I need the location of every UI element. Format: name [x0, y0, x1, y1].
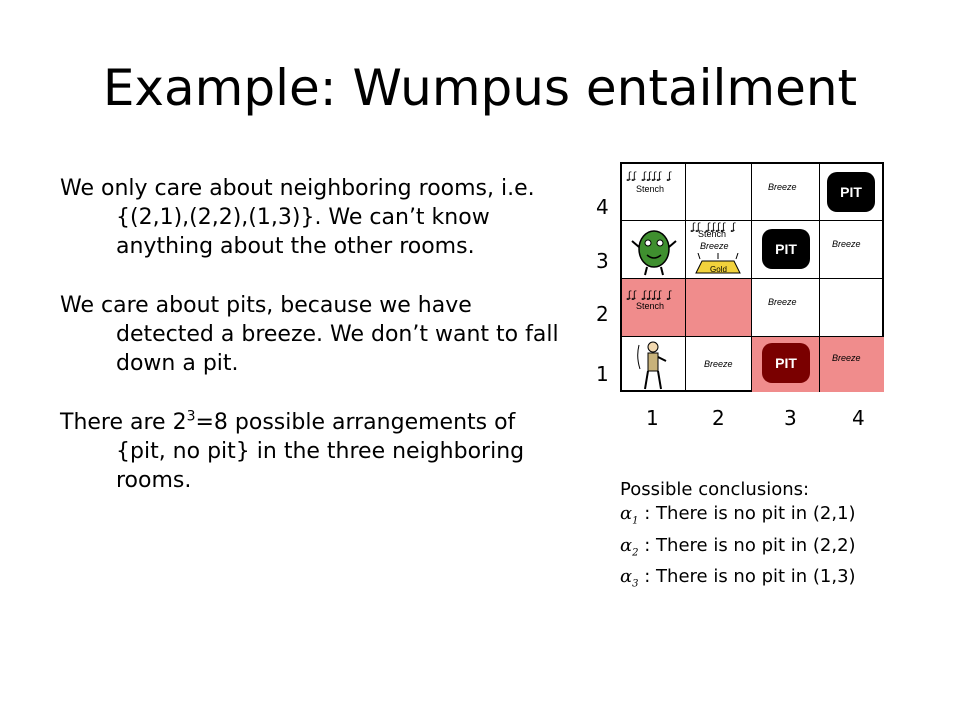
conclusion-text: : There is no pit in (2,2) [644, 534, 856, 556]
pit-3-3: PIT [762, 229, 810, 269]
pit-3-1: PIT [762, 343, 810, 383]
breeze-label: Breeze [768, 182, 797, 192]
stench-waves: ʆʆ ʆʆʆʆ ʆ [626, 290, 672, 301]
conclusion-1: α1 : There is no pit in (2,1) [620, 502, 856, 534]
breeze-label: Breeze [700, 241, 729, 251]
conclusions-heading: Possible conclusions: [620, 479, 810, 500]
cell-3-2: Breeze [752, 279, 820, 337]
conclusion-text: : There is no pit in (2,1) [644, 503, 856, 524]
gold-label: Gold [710, 265, 727, 274]
stench-label: Stench [636, 301, 665, 311]
col-label-4: 4 [852, 406, 865, 430]
alpha-symbol: α2 [620, 534, 639, 559]
pit-4-4: PIT [827, 172, 875, 212]
alpha-symbol: α3 [620, 566, 639, 590]
paragraph-neighbors: We only care about neighboring rooms, i.… [60, 176, 535, 259]
wumpus-grid: ʆʆ ʆʆʆʆ ʆ Stench Breeze PIT ʆʆ ʆʆʆʆ ʆ St… [620, 162, 884, 392]
stench-waves: ʆʆ ʆʆʆʆ ʆ [690, 222, 736, 233]
cell-4-2 [820, 279, 884, 337]
conclusion-3: α3 : There is no pit in (1,3) [620, 565, 856, 597]
cell-1-2: ʆʆ ʆʆʆʆ ʆ Stench [622, 279, 686, 337]
wumpus-icon [631, 230, 677, 276]
cell-2-4 [686, 164, 752, 221]
stench-label: Stench [698, 229, 727, 239]
breeze-label: Breeze [832, 239, 861, 249]
col-label-2: 2 [712, 406, 725, 430]
row-label-1: 1 [596, 362, 609, 386]
bullet-list: We only care about neighboring rooms, i.… [60, 174, 560, 525]
col-label-3: 3 [784, 406, 797, 430]
agent-icon [637, 341, 667, 390]
cell-2-3: ʆʆ ʆʆʆʆ ʆ Stench Breeze Gold [686, 221, 752, 279]
conclusions-block: Possible conclusions: α1 : There is no p… [620, 478, 856, 597]
cell-3-4: Breeze [752, 164, 820, 221]
cell-4-1: Breeze [820, 337, 884, 392]
paragraph-arrangements: There are 23=8 possible arrangements of … [60, 408, 560, 495]
cell-3-3: PIT [752, 221, 820, 279]
alpha-symbol: α1 [620, 503, 639, 527]
cell-3-1: PIT [752, 337, 820, 392]
row-label-3: 3 [596, 249, 609, 273]
col-label-1: 1 [646, 406, 659, 430]
slide-title: Example: Wumpus entailment [102, 59, 858, 117]
stench-waves: ʆʆ ʆʆʆʆ ʆ [626, 171, 672, 182]
gold-icon [695, 253, 741, 274]
row-label-2: 2 [596, 302, 609, 326]
stench-label: Stench [636, 184, 665, 194]
cell-4-3: Breeze [820, 221, 884, 279]
row-label-4: 4 [596, 195, 609, 219]
arrangements-exponent: 3 [186, 408, 196, 425]
breeze-label: Breeze [704, 359, 733, 369]
arrangements-before: There are 2 [60, 410, 187, 435]
cell-1-1 [622, 337, 686, 392]
breeze-label: Breeze [768, 297, 797, 307]
cell-2-1: Breeze [686, 337, 752, 392]
arrangements-after: =8 possible arrangements of {pit, no pit… [116, 410, 525, 493]
cell-1-4: ʆʆ ʆʆʆʆ ʆ Stench [622, 164, 686, 221]
conclusion-text: : There is no pit in (1,3) [644, 566, 856, 588]
paragraph-pits: We care about pits, because we have dete… [60, 293, 559, 376]
conclusion-2: α2 : There is no pit in (2,2) [620, 534, 856, 566]
cell-2-2 [686, 279, 752, 337]
cell-1-3 [622, 221, 686, 279]
cell-4-4: PIT [820, 164, 884, 221]
breeze-label: Breeze [832, 353, 861, 363]
